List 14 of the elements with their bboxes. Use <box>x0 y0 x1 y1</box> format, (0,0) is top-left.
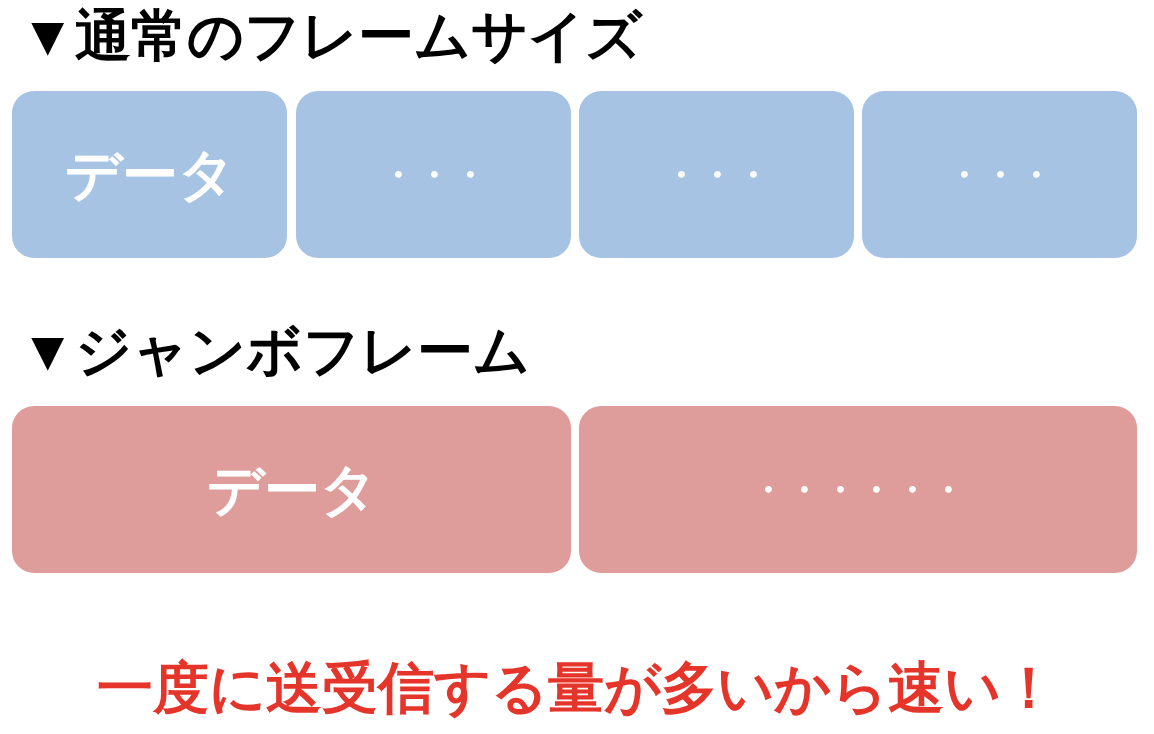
frame-block <box>12 406 571 573</box>
frame-block <box>579 91 854 258</box>
block-label: ・・・ <box>662 156 771 193</box>
block-label: ・・・・・・ <box>750 471 966 508</box>
block-label: データ <box>64 146 235 203</box>
block-label: ・・・ <box>945 156 1054 193</box>
section-heading: ▼ジャンボフレーム <box>20 323 531 379</box>
frame-block <box>579 406 1137 573</box>
frame-block <box>862 91 1137 258</box>
section-heading: ▼通常のフレームサイズ <box>20 8 643 64</box>
frame-block <box>296 91 571 258</box>
block-label: データ <box>206 461 377 518</box>
frame-block <box>12 91 287 258</box>
block-label: ・・・ <box>379 156 488 193</box>
